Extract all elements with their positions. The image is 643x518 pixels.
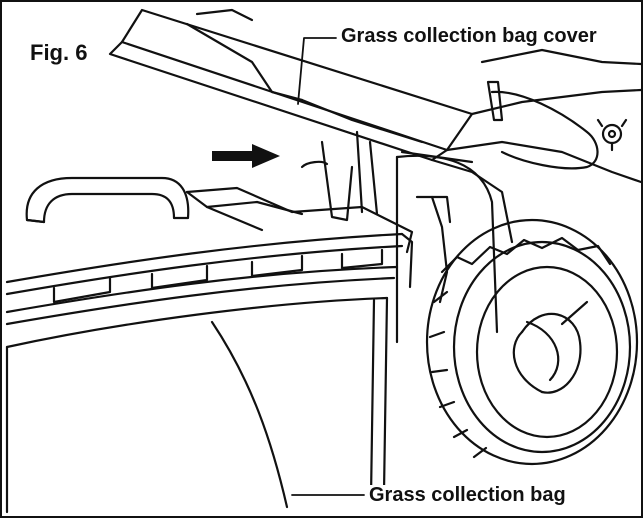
- leader-lines: [291, 37, 365, 496]
- bag-cover-callout: Grass collection bag cover: [339, 25, 599, 47]
- bag-body: [5, 296, 389, 514]
- bag-handle: [25, 176, 190, 224]
- bag-frame: [185, 130, 414, 254]
- side-panel: [395, 154, 499, 344]
- mower-body-shape: [400, 48, 641, 244]
- figure-number-label: Fig. 6: [30, 40, 88, 65]
- cable-and-knob: [486, 80, 628, 170]
- bag-rim: [5, 232, 414, 326]
- bag-callout: Grass collection bag: [367, 484, 568, 506]
- pointer-arrow: [212, 144, 280, 168]
- wheel: [425, 218, 639, 466]
